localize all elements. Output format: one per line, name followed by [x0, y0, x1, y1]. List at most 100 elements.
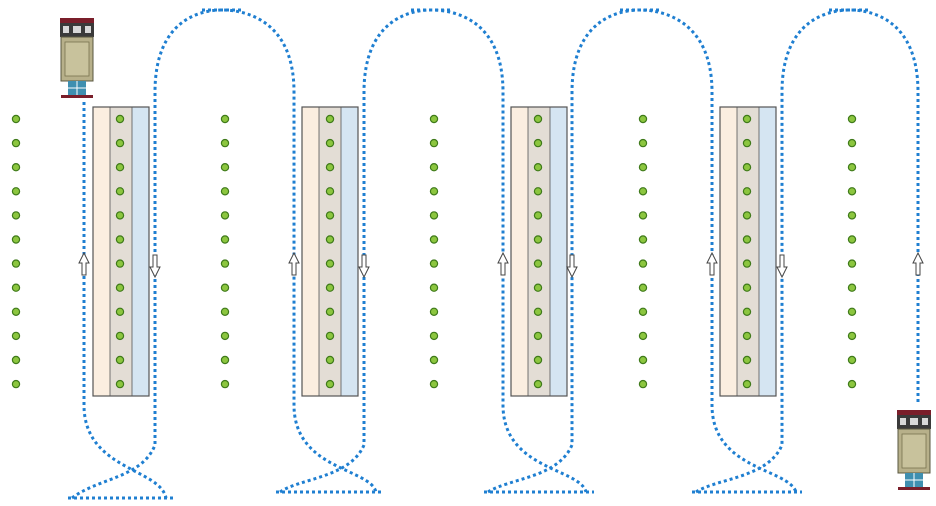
plant-dot-icon	[638, 187, 648, 196]
plant-dot-icon	[11, 259, 21, 268]
plant-dot-icon	[533, 307, 543, 316]
plant-dot-icon	[429, 187, 439, 196]
plant-dot-icon	[11, 187, 21, 196]
direction-arrow-icon	[358, 254, 370, 279]
plant-dot-icon	[115, 235, 125, 244]
plant-dot-icon	[220, 259, 230, 268]
plant-dot-icon	[638, 235, 648, 244]
plant-dot-icon	[11, 331, 21, 341]
plant-dot-icon	[11, 307, 21, 316]
plant-dot-icon	[115, 162, 125, 172]
plant-dot-icon	[220, 283, 230, 292]
plant-dot-icon	[429, 283, 439, 292]
direction-arrow-icon	[149, 254, 161, 279]
plant-dot-icon	[742, 331, 752, 341]
plant-dot-icon	[638, 331, 648, 341]
plant-dot-icon	[325, 307, 335, 316]
plant-dot-icon	[847, 138, 857, 148]
direction-arrow-icon	[497, 251, 509, 276]
plant-dot-icon	[115, 259, 125, 268]
plant-dot-icon	[638, 307, 648, 316]
plant-dot-icon	[742, 379, 752, 389]
plant-dot-icon	[533, 187, 543, 196]
plant-dot-icon	[638, 138, 648, 148]
plant-dot-icon	[220, 379, 230, 389]
direction-arrow-icon	[912, 251, 924, 276]
plant-dot-icon	[220, 235, 230, 244]
plant-dot-icon	[325, 162, 335, 172]
plant-dot-icon	[220, 114, 230, 124]
plant-dot-icon	[742, 211, 752, 220]
plant-dot-icon	[429, 331, 439, 341]
plant-dot-icon	[325, 283, 335, 292]
plant-dot-icon	[325, 138, 335, 148]
plant-dot-icon	[533, 355, 543, 365]
plant-dot-icon	[638, 259, 648, 268]
crop-bed	[510, 106, 568, 397]
plant-dot-icon	[638, 162, 648, 172]
direction-arrow-icon	[288, 251, 300, 276]
plant-dot-icon	[11, 355, 21, 365]
plant-dot-icon	[533, 114, 543, 124]
crop-bed	[719, 106, 777, 397]
plant-dot-icon	[847, 114, 857, 124]
plant-dot-icon	[325, 211, 335, 220]
plant-dot-icon	[11, 235, 21, 244]
plant-dot-icon	[115, 307, 125, 316]
plant-dot-icon	[220, 331, 230, 341]
plant-dot-icon	[325, 379, 335, 389]
plant-dot-icon	[11, 114, 21, 124]
plant-dot-icon	[325, 114, 335, 124]
plant-dot-icon	[742, 187, 752, 196]
plant-dot-icon	[429, 114, 439, 124]
plant-dot-icon	[11, 162, 21, 172]
plant-dot-icon	[115, 138, 125, 148]
plant-dot-icon	[220, 307, 230, 316]
direction-arrow-icon	[78, 251, 90, 276]
plant-dot-icon	[742, 355, 752, 365]
plant-dot-icon	[638, 114, 648, 124]
plant-dot-icon	[533, 379, 543, 389]
direction-arrow-icon	[706, 251, 718, 276]
plant-dot-icon	[847, 307, 857, 316]
plant-dot-icon	[11, 138, 21, 148]
plant-dot-icon	[638, 355, 648, 365]
plant-dot-icon	[429, 211, 439, 220]
vehicle-path	[68, 8, 920, 500]
plant-dot-icon	[11, 379, 21, 389]
plant-dot-icon	[742, 259, 752, 268]
plant-dot-icon	[429, 355, 439, 365]
plant-dot-icon	[847, 187, 857, 196]
plant-dot-icon	[115, 379, 125, 389]
plant-dot-icon	[847, 259, 857, 268]
plant-dot-icon	[220, 138, 230, 148]
plant-dot-icon	[638, 379, 648, 389]
plant-dot-icon	[429, 162, 439, 172]
plant-dot-icon	[742, 162, 752, 172]
plant-dot-icon	[325, 187, 335, 196]
plant-dot-icon	[638, 211, 648, 220]
plant-dot-icon	[115, 187, 125, 196]
plant-dot-icon	[847, 379, 857, 389]
plant-dot-icon	[429, 235, 439, 244]
plant-dot-icon	[742, 114, 752, 124]
plant-dot-icon	[847, 235, 857, 244]
plant-dot-icon	[847, 355, 857, 365]
plant-dot-icon	[638, 283, 648, 292]
plant-dot-icon	[325, 259, 335, 268]
plant-dot-icon	[11, 211, 21, 220]
plant-dot-icon	[533, 259, 543, 268]
plant-dot-icon	[429, 259, 439, 268]
plant-dot-icon	[220, 162, 230, 172]
plant-dot-icon	[847, 331, 857, 341]
crop-bed	[301, 106, 359, 397]
plant-dot-icon	[115, 211, 125, 220]
plant-dot-icon	[11, 283, 21, 292]
plant-dot-icon	[742, 283, 752, 292]
plant-dot-icon	[533, 138, 543, 148]
plant-dot-icon	[742, 307, 752, 316]
plant-dot-icon	[742, 235, 752, 244]
plant-dot-icon	[847, 211, 857, 220]
plant-dot-icon	[325, 355, 335, 365]
